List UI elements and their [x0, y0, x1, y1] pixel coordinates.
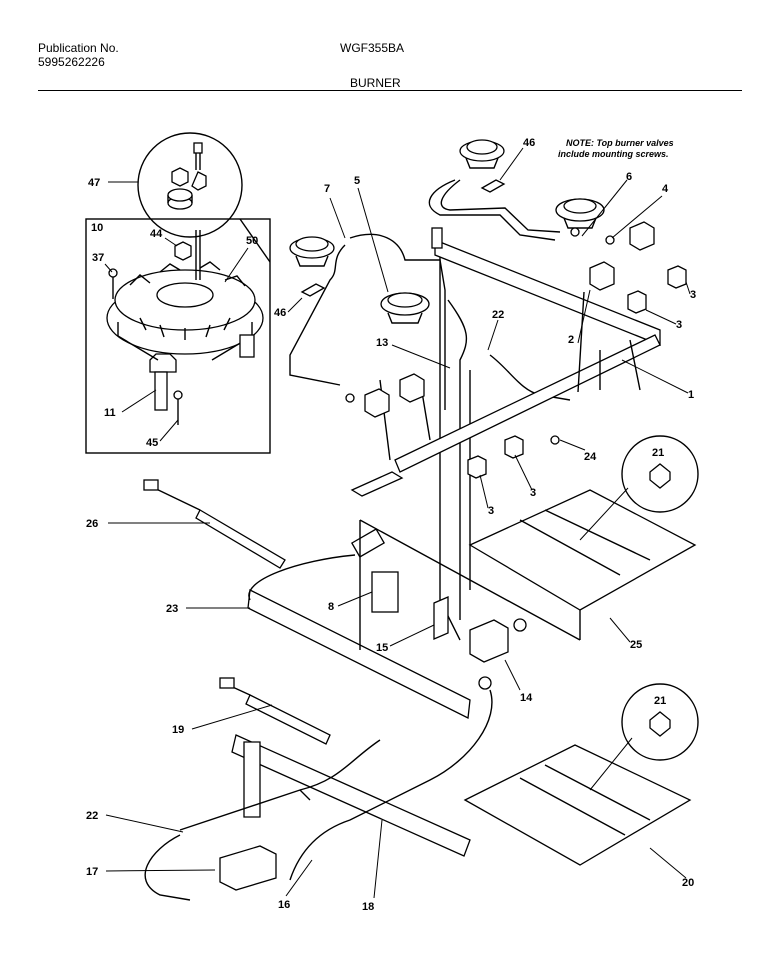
- oven-burner-assembly: [143, 479, 581, 901]
- note-line-1: NOTE: Top burner valves: [566, 138, 674, 148]
- callout-4: 4: [662, 183, 669, 195]
- callout-2: 2: [568, 334, 574, 346]
- callout-25: 25: [630, 639, 642, 651]
- callout-46-left: 46: [274, 307, 286, 319]
- callout-26: 26: [86, 518, 98, 530]
- callout-47: 47: [88, 177, 100, 189]
- callout-21-upper: 21: [652, 447, 664, 459]
- callout-16: 16: [278, 899, 290, 911]
- callout-18: 18: [362, 901, 374, 913]
- callout-8: 8: [328, 601, 334, 613]
- callout-24: 24: [584, 451, 597, 463]
- model-number: WGF355BA: [340, 41, 405, 55]
- publication-label: Publication No.: [38, 41, 119, 55]
- burner-base-inset: [85, 218, 271, 454]
- oven-baffles: [463, 435, 699, 866]
- callout-10: 10: [91, 222, 103, 234]
- callout-6: 6: [626, 171, 632, 183]
- callout-17: 17: [86, 866, 98, 878]
- section-title: BURNER: [350, 76, 401, 90]
- top-burners: [289, 139, 605, 324]
- note-line-2: include mounting screws.: [558, 149, 669, 159]
- callout-50: 50: [246, 235, 258, 247]
- manifold-pipe: [350, 227, 661, 497]
- callout-3-b: 3: [676, 319, 682, 331]
- callout-7: 7: [324, 183, 330, 195]
- callout-labels: 47 10 44 50 37 11 45 7 5 46 13 22 46 6 4…: [86, 137, 696, 913]
- callout-3-d: 3: [488, 505, 494, 517]
- callout-5: 5: [354, 175, 360, 187]
- callout-22-lower: 22: [86, 810, 98, 822]
- callout-22-upper: 22: [492, 309, 504, 321]
- burner-valves: [345, 221, 687, 479]
- callout-1: 1: [688, 389, 694, 401]
- callout-13: 13: [376, 337, 388, 349]
- callout-44: 44: [150, 228, 163, 240]
- callout-37: 37: [92, 252, 104, 264]
- callout-15: 15: [376, 642, 388, 654]
- callout-19: 19: [172, 724, 184, 736]
- callout-20: 20: [682, 877, 694, 889]
- callout-45: 45: [146, 437, 158, 449]
- callout-3-c: 3: [530, 487, 536, 499]
- publication-number: 5995262226: [38, 55, 105, 69]
- callout-14: 14: [520, 692, 533, 704]
- callout-21-lower: 21: [654, 695, 666, 707]
- callout-3-a: 3: [690, 289, 696, 301]
- callout-11: 11: [104, 407, 116, 419]
- callout-23: 23: [166, 603, 178, 615]
- header-rule: [38, 90, 742, 91]
- orifice-detail-circle: [137, 132, 243, 238]
- callout-46-right: 46: [523, 137, 535, 149]
- leader-lines: [104, 147, 691, 899]
